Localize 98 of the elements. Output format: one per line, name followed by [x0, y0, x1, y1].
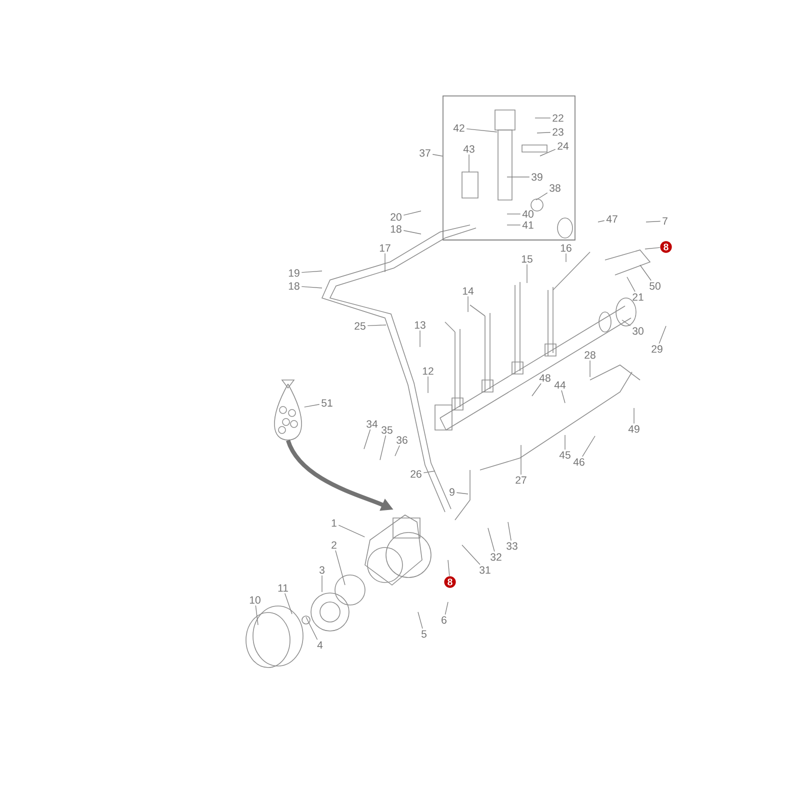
leader-line [540, 148, 556, 156]
leader-line [532, 383, 542, 396]
leader-line [444, 602, 448, 615]
callout-number: 30 [632, 327, 644, 335]
leader-line [367, 324, 386, 326]
callout-number: 18 [390, 225, 402, 233]
leader-line [468, 154, 470, 172]
leader-line [658, 326, 666, 344]
callout-number: 27 [516, 476, 526, 484]
callout-number: 16 [560, 244, 572, 252]
leader-line [508, 522, 512, 541]
callout-number: 33 [506, 542, 518, 550]
callout-number: 35 [382, 426, 392, 434]
callout-number: 22 [552, 114, 564, 122]
callout-number: 36 [396, 436, 408, 444]
leader-line [403, 210, 422, 216]
leader-line [564, 434, 566, 450]
leader-line [520, 444, 522, 475]
callout-number: 41 [522, 221, 534, 229]
callout-number: 6 [442, 616, 446, 624]
callout-number: 50 [650, 282, 660, 290]
leader-line [456, 492, 468, 494]
callout-number: 49 [628, 425, 640, 433]
callout-number: 45 [559, 451, 570, 459]
leader-line [255, 605, 258, 626]
leader-line [384, 253, 386, 272]
leader-line [304, 404, 320, 408]
leader-line [418, 612, 423, 629]
leader-line [338, 524, 365, 538]
leader-line [448, 560, 450, 576]
leader-line [380, 435, 386, 460]
callout-number: 5 [422, 630, 426, 638]
callout-number: 12 [422, 367, 434, 375]
leader-line [306, 616, 318, 640]
leader-line [526, 264, 528, 284]
leader-line [301, 270, 322, 273]
callout-number: 28 [584, 351, 596, 359]
leader-line [335, 550, 346, 586]
callout-number: 11 [278, 584, 288, 592]
callout-number: 24 [558, 142, 569, 150]
callout-number: 39 [532, 173, 542, 181]
leader-line [462, 544, 480, 565]
callout-number: 19 [288, 269, 300, 277]
callout-number: 47 [606, 215, 618, 223]
callout-number: 46 [573, 458, 584, 466]
callout-number: 2 [332, 541, 336, 549]
callout-number: 20 [390, 213, 402, 221]
leader-line [284, 593, 292, 614]
leader-line [432, 154, 443, 156]
callout-number: 37 [420, 149, 430, 157]
callout-number: 34 [366, 420, 378, 428]
callout-number: 26 [410, 470, 422, 478]
callout-number: 40 [522, 210, 534, 218]
callout-number: 44 [554, 381, 566, 389]
leader-line [394, 445, 400, 456]
callout-number: 1 [332, 519, 336, 527]
leader-line [598, 220, 605, 222]
callout-number: 7 [662, 217, 668, 225]
leader-line [640, 264, 652, 281]
leader-line [622, 320, 631, 326]
callout-number: 23 [552, 128, 564, 136]
callout-number: 14 [462, 287, 474, 295]
callout-number: 15 [522, 255, 532, 263]
leader-line [626, 276, 636, 292]
leader-line [488, 528, 495, 552]
bag-drawing [274, 380, 302, 440]
callout-number: 51 [322, 399, 332, 407]
leader-line [301, 286, 322, 288]
callout-number: 3 [319, 566, 324, 574]
callout-number: 4 [317, 641, 323, 649]
leader-line [466, 128, 498, 132]
leader-line [582, 436, 596, 457]
callout-number: 42 [453, 124, 464, 132]
fuel-pump-drawing [364, 514, 432, 586]
callout-number: 48 [539, 374, 550, 382]
callout-number: 13 [414, 321, 426, 329]
leader-line [364, 429, 371, 450]
callout-number: 9 [450, 488, 454, 496]
callout-number: 17 [380, 244, 390, 252]
callout-number: 29 [652, 345, 662, 353]
callout-number: 31 [480, 566, 490, 574]
leader-line [506, 224, 521, 226]
leader-line [561, 390, 566, 404]
leader-line [423, 470, 436, 474]
frame-box [442, 96, 576, 240]
leader-line [646, 220, 661, 222]
callout-number: 32 [490, 553, 502, 561]
callout-number: 38 [550, 184, 560, 192]
callout-number: 25 [354, 322, 366, 330]
leader-line [536, 192, 548, 200]
callout-number: 10 [250, 596, 260, 604]
callout-number: 43 [463, 145, 474, 153]
leader-line [506, 176, 530, 178]
callout-number: 18 [288, 282, 300, 290]
leader-line [403, 230, 422, 234]
leader-line [536, 132, 551, 134]
callout-number: 21 [632, 293, 644, 301]
leader-line [644, 247, 660, 250]
